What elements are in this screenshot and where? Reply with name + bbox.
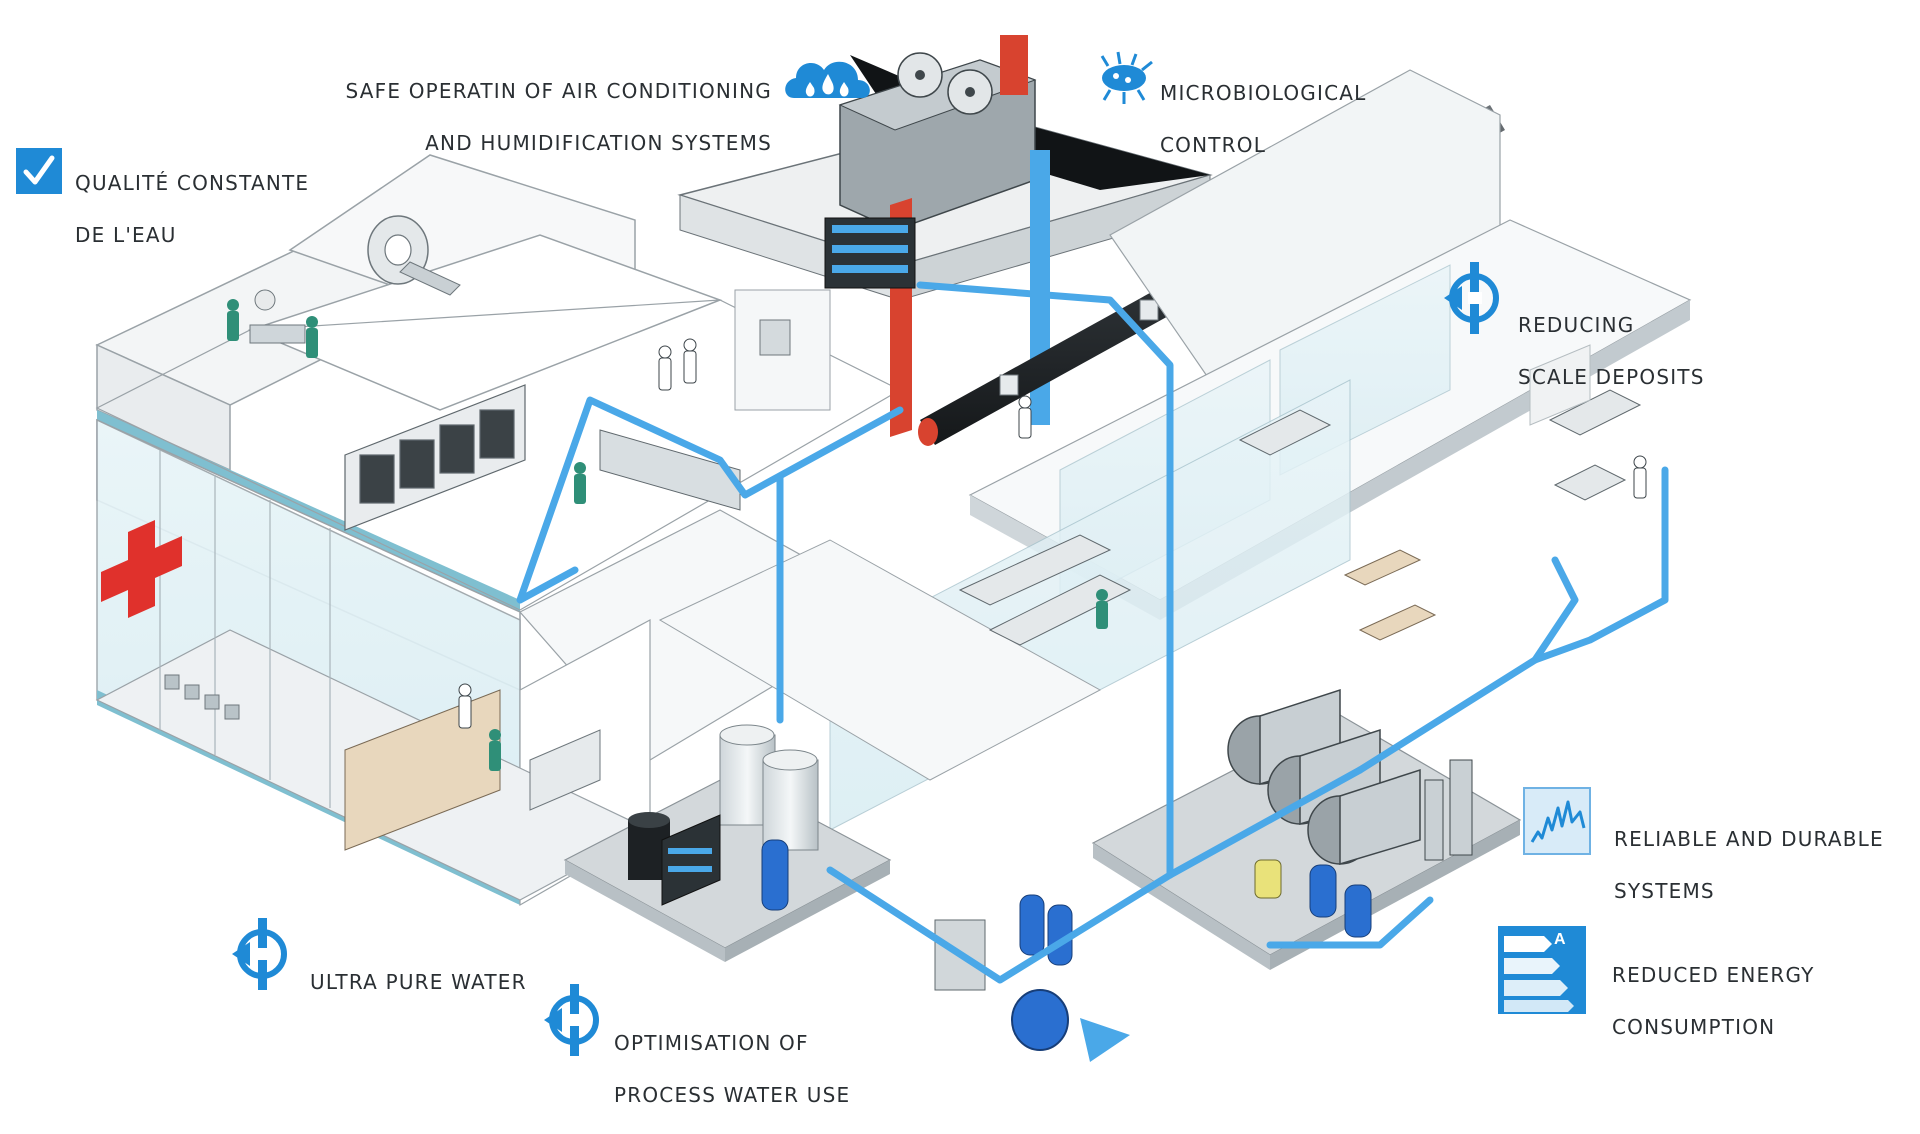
red-cross-icon: [101, 520, 182, 618]
microbiological-label-line1: MICROBIOLOGICAL: [1160, 81, 1367, 105]
hospital-water-systems-illustration: A: [16, 35, 1692, 1062]
ultra-pure-water-label: ULTRA PURE WATER: [310, 943, 610, 1021]
ultra-pure-water-label-line1: ULTRA PURE WATER: [310, 970, 527, 994]
valve-icon: [544, 984, 599, 1056]
reliable-systems-label-line2: SYSTEMS: [1614, 879, 1715, 903]
scale-deposits-label-line1: REDUCING: [1518, 313, 1635, 337]
energy-badge-letter: A: [1554, 931, 1566, 948]
water-quality-label-line1: QUALITÉ CONSTANTE: [75, 171, 310, 195]
process-water-label-line2: PROCESS WATER USE: [614, 1083, 851, 1107]
microbe-icon: [1100, 51, 1153, 104]
water-quality-label: QUALITÉ CONSTANTE DE L'EAU: [75, 144, 375, 274]
energy-consumption-label: REDUCED ENERGY CONSUMPTION: [1612, 936, 1892, 1066]
air-conditioning-label-line1: SAFE OPERATIN OF AIR CONDITIONING: [345, 79, 772, 103]
valve-icon: [232, 918, 287, 990]
air-conditioning-label-line2: AND HUMIDIFICATION SYSTEMS: [425, 131, 772, 155]
waveform-chart-icon: [1523, 787, 1591, 855]
right-building: [658, 69, 1692, 831]
microbiological-label-line2: CONTROL: [1160, 133, 1267, 157]
process-water-label-line1: OPTIMISATION OF: [614, 1031, 809, 1055]
pump-set: [934, 894, 1130, 1062]
water-pipes: [516, 176, 1669, 984]
cloud-water-drops-icon: [785, 61, 870, 98]
energy-rating-icon: A: [1498, 926, 1586, 1014]
energy-consumption-label-line2: CONSUMPTION: [1612, 1015, 1776, 1039]
scale-deposits-label: REDUCING SCALE DEPOSITS: [1518, 286, 1758, 416]
water-quality-label-line2: DE L'EAU: [75, 223, 177, 247]
reliable-systems-label: RELIABLE AND DURABLE SYSTEMS: [1614, 800, 1914, 930]
valve-icon: [1444, 262, 1499, 334]
air-conditioning-label: SAFE OPERATIN OF AIR CONDITIONING AND HU…: [296, 52, 772, 182]
reliable-systems-label-line1: RELIABLE AND DURABLE: [1614, 827, 1884, 851]
microbiological-label: MICROBIOLOGICAL CONTROL: [1160, 54, 1400, 184]
energy-consumption-label-line1: REDUCED ENERGY: [1612, 963, 1815, 987]
boiler-plant: [1091, 688, 1522, 970]
scale-deposits-label-line2: SCALE DEPOSITS: [1518, 365, 1705, 389]
process-water-label: OPTIMISATION OF PROCESS WATER USE: [614, 1004, 914, 1134]
checkbox-icon: [16, 148, 62, 194]
